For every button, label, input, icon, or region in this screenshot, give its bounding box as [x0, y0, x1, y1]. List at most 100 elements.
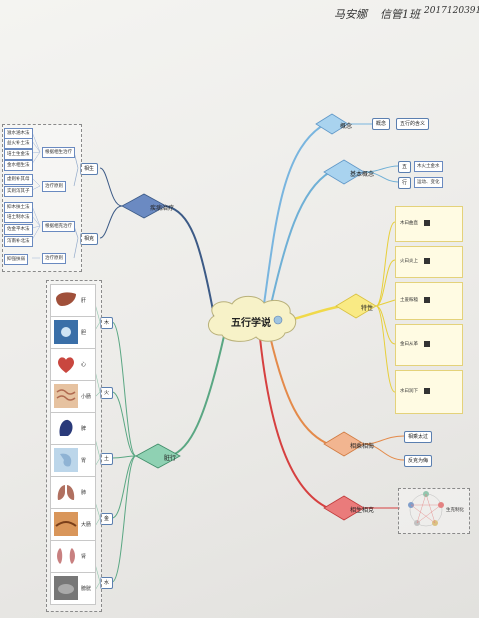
organ-caption: 脾	[81, 426, 87, 432]
spleen-image	[59, 419, 73, 436]
organ-card-kidney: 肾	[50, 540, 96, 573]
diagnosis-sub-2: 治疗原则	[42, 181, 66, 192]
connector-traits	[289, 304, 343, 322]
trait-water-icon	[424, 388, 430, 394]
diagnosis-leaf-1-4: 金水相生法	[4, 160, 33, 171]
organ-caption: 肾	[81, 554, 87, 560]
branch-basic-label[interactable]: 基本概念	[350, 171, 375, 178]
connector-diagnosis	[165, 205, 215, 317]
lung-image	[57, 485, 75, 500]
liver-image	[56, 292, 76, 306]
generate-diagram-box	[398, 488, 470, 534]
diagnosis-leaf-2-1: 虚则补其母	[4, 174, 33, 185]
diagnosis-leaf-3-4: 泻南补北法	[4, 236, 33, 247]
diagnosis-sub-4: 治疗原则	[42, 253, 66, 264]
connector-organs	[169, 335, 225, 457]
line-organ-cards	[93, 299, 101, 593]
trait-metal-icon	[424, 341, 430, 347]
organ-card-spleen: 脾	[50, 412, 96, 445]
diagnosis-group-restrain[interactable]: 相克	[80, 233, 99, 245]
large-intestine-image	[54, 512, 78, 536]
line-organs	[111, 321, 137, 583]
root-globe-icon	[273, 315, 283, 325]
basic-note-2: 运动、变化	[414, 177, 443, 188]
organ-caption: 肝	[81, 298, 87, 304]
stomach-image	[54, 448, 78, 472]
trait-wood-icon	[424, 220, 430, 226]
trait-box-wood: 木曰曲直	[395, 206, 463, 242]
relations-child-2[interactable]: 反克为侮	[404, 455, 433, 467]
diagnosis-leaf-4-1: 抑强扶弱	[4, 254, 28, 265]
organ-caption: 大肠	[81, 522, 92, 528]
diamond-organs	[135, 443, 181, 469]
connector-relations	[269, 335, 327, 444]
organ-card-heart: 心	[50, 348, 96, 381]
organ-caption: 膀胱	[81, 586, 92, 592]
trait-earth-label: 土爰稼穑	[400, 298, 418, 303]
diagnosis-leaf-3-3: 佐金平木法	[4, 224, 33, 235]
branch-diagnosis-label[interactable]: 疾病治疗	[150, 205, 175, 212]
branch-organs-label[interactable]: 脏行	[164, 455, 177, 462]
branch-generate-label[interactable]: 相生相克	[350, 507, 375, 514]
trait-box-earth: 土爰稼穑	[395, 282, 463, 320]
organ-caption: 心	[81, 362, 87, 368]
small-intestine-image	[54, 384, 78, 408]
trait-box-fire: 火曰炎上	[395, 246, 463, 278]
root-label: 五行学说	[231, 318, 271, 329]
handwritten-class: 信管1班	[380, 8, 420, 21]
connector-basic	[267, 171, 331, 319]
organ-card-liver: 肝	[50, 284, 96, 317]
trait-fire-icon	[424, 258, 430, 264]
trait-wood-label: 木曰曲直	[400, 221, 418, 226]
diagnosis-leaf-3-2: 培土制水法	[4, 212, 33, 223]
organ-card-stomach: 胃	[50, 444, 96, 477]
handwritten-name: 马安娜	[334, 8, 367, 21]
organ-card-gallbladder: 胆	[50, 316, 96, 349]
five-element-cycle-diagram	[408, 491, 444, 527]
diagnosis-sub-3: 根据相克治疗	[42, 221, 75, 232]
organ-caption: 肺	[81, 490, 87, 496]
trait-water-label: 水曰润下	[400, 389, 418, 394]
branch-traits-label[interactable]: 特性	[361, 305, 374, 312]
connector-generate	[259, 337, 329, 509]
organ-element-fire[interactable]: 火	[100, 387, 114, 399]
line-diagnosis-leaves	[31, 131, 41, 259]
trait-box-water: 水曰润下	[395, 370, 463, 414]
concept-child-1[interactable]: 概念	[372, 118, 391, 130]
basic-child-2[interactable]: 行	[398, 177, 412, 189]
relations-child-1[interactable]: 相乘太过	[404, 431, 433, 443]
organ-caption: 小肠	[81, 394, 92, 400]
diagnosis-leaf-2-2: 实则泻其子	[4, 186, 33, 197]
concept-child-2[interactable]: 五行的含义	[396, 118, 430, 130]
trait-box-metal: 金曰从革	[395, 324, 463, 366]
trait-earth-icon	[424, 297, 430, 303]
handwritten-student-id: 2017120391	[424, 6, 479, 16]
basic-note-1: 木火土金水	[414, 161, 443, 172]
line-diagnosis	[99, 167, 123, 239]
bladder-image	[54, 576, 78, 600]
organ-element-wood[interactable]: 木	[100, 317, 114, 329]
organ-card-large-intestine: 大肠	[50, 508, 96, 541]
diagnosis-sub-1: 根据相生治疗	[42, 147, 75, 158]
organ-element-earth[interactable]: 土	[100, 453, 114, 465]
organ-card-lung: 肺	[50, 476, 96, 509]
organ-element-water[interactable]: 水	[100, 577, 114, 589]
kidney-image	[57, 548, 75, 564]
basic-child-1[interactable]: 五	[398, 161, 412, 173]
organ-caption: 胃	[81, 458, 87, 464]
organ-card-bladder: 膀胱	[50, 572, 96, 605]
line-diagnosis-sub	[73, 151, 79, 259]
branch-relations-label[interactable]: 相乘相侮	[350, 443, 375, 450]
generate-child: 生克制化	[446, 508, 464, 513]
line-traits	[375, 221, 396, 393]
organ-element-metal[interactable]: 金	[100, 513, 114, 525]
diagnosis-group-generate[interactable]: 相生	[80, 163, 99, 175]
heart-image	[58, 357, 74, 373]
trait-fire-label: 火曰炎上	[400, 259, 418, 264]
branch-concept-label[interactable]: 概念	[340, 123, 353, 130]
trait-metal-label: 金曰从革	[400, 342, 418, 347]
organ-caption: 胆	[81, 330, 87, 336]
line-basic-children	[363, 165, 399, 183]
line-relations	[363, 435, 405, 461]
